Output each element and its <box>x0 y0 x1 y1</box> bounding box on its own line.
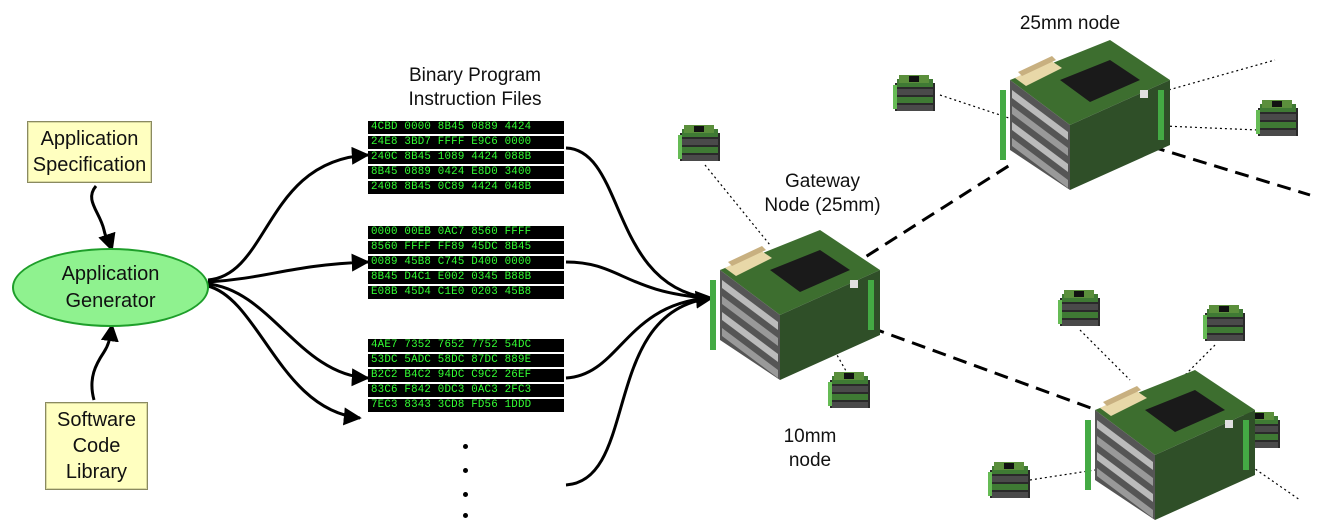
software-code-library-box: Software Code Library <box>45 402 148 490</box>
small-node-bottom-left <box>988 462 1030 498</box>
software-code-line2: Code <box>72 435 121 457</box>
hex-row: 24E8 3BD7 FFFF E9C6 0000 <box>368 136 564 149</box>
application-generator-line1: Application <box>61 262 160 285</box>
small-node-top-right <box>1256 100 1298 136</box>
software-code-line1: Software <box>57 409 136 431</box>
node-25mm-bottom-board <box>1085 370 1255 520</box>
hex-block-3: 4AE7 7352 7652 7752 54DC 53DC 5ADC 58DC … <box>368 339 564 412</box>
gateway-node-board <box>710 230 880 380</box>
application-specification-box: Application Specification <box>27 121 152 183</box>
hex-row: 8560 FFFF FF89 45DC 8B45 <box>368 241 564 254</box>
node-25mm-label: 25mm node <box>1010 12 1130 36</box>
hex-row: E08B 45D4 C1E0 0203 45B8 <box>368 286 564 299</box>
hex-row: 83C6 F842 0DC3 0AC3 2FC3 <box>368 384 564 397</box>
gateway-node-label: Gateway Node (25mm) <box>760 170 885 218</box>
gateway-node-label-line2: Node (25mm) <box>764 195 881 216</box>
small-node-mid-b <box>1203 305 1245 341</box>
node-10mm-label-line2: node <box>788 450 832 471</box>
library-to-generator-arrow <box>90 323 119 401</box>
application-specification-line2: Specification <box>32 154 147 176</box>
application-generator-ellipse: Application Generator <box>12 248 209 327</box>
gateway-node-label-line1: Gateway <box>785 171 860 192</box>
hex-row: 4AE7 7352 7652 7752 54DC <box>368 339 564 352</box>
application-generator-line2: Generator <box>65 289 156 312</box>
application-specification-line1: Application <box>40 128 139 150</box>
small-node-gateway-top <box>678 125 720 161</box>
hex-row: 8B45 0889 0424 E8D0 3400 <box>368 166 564 179</box>
fanout-arrows <box>207 146 370 426</box>
continuation-dot <box>463 444 468 449</box>
hex-row: 2408 8B45 0C89 4424 048B <box>368 181 564 194</box>
fanin-arrows <box>565 146 714 487</box>
continuation-dot <box>463 513 468 518</box>
node-25mm-label-text: 25mm node <box>1019 13 1121 34</box>
hex-row: 53DC 5ADC 58DC 87DC 889E <box>368 354 564 367</box>
binary-files-title: Binary Program Instruction Files <box>380 64 570 112</box>
hex-row: 0089 45B8 C745 D400 0000 <box>368 256 564 269</box>
hex-row: 0000 00EB 0AC7 8560 FFFF <box>368 226 564 239</box>
hex-block-1: 4CBD 0000 8B45 0889 4424 24E8 3BD7 FFFF … <box>368 121 564 194</box>
hex-block-2: 0000 00EB 0AC7 8560 FFFF 8560 FFFF FF89 … <box>368 226 564 299</box>
spec-to-generator-arrow <box>90 185 116 252</box>
small-node-10mm <box>828 372 870 408</box>
software-code-line3: Library <box>65 461 128 483</box>
hex-row: 240C 8B45 1089 4424 088B <box>368 151 564 164</box>
continuation-dot <box>463 492 468 497</box>
continuation-dot <box>463 468 468 473</box>
node-10mm-label-line1: 10mm <box>783 426 837 447</box>
binary-files-title-line2: Instruction Files <box>408 89 542 110</box>
node-10mm-label: 10mm node <box>775 425 845 473</box>
hex-row: 4CBD 0000 8B45 0889 4424 <box>368 121 564 134</box>
hex-row: 7EC3 8343 3CD8 FD56 1DDD <box>368 399 564 412</box>
small-node-mid-a <box>1058 290 1100 326</box>
node-25mm-board <box>1000 40 1170 190</box>
hex-row: B2C2 B4C2 94DC C9C2 26EF <box>368 369 564 382</box>
binary-files-title-line1: Binary Program <box>409 65 541 86</box>
small-node-top-left <box>893 75 935 111</box>
hex-row: 8B45 D4C1 E002 0345 B88B <box>368 271 564 284</box>
